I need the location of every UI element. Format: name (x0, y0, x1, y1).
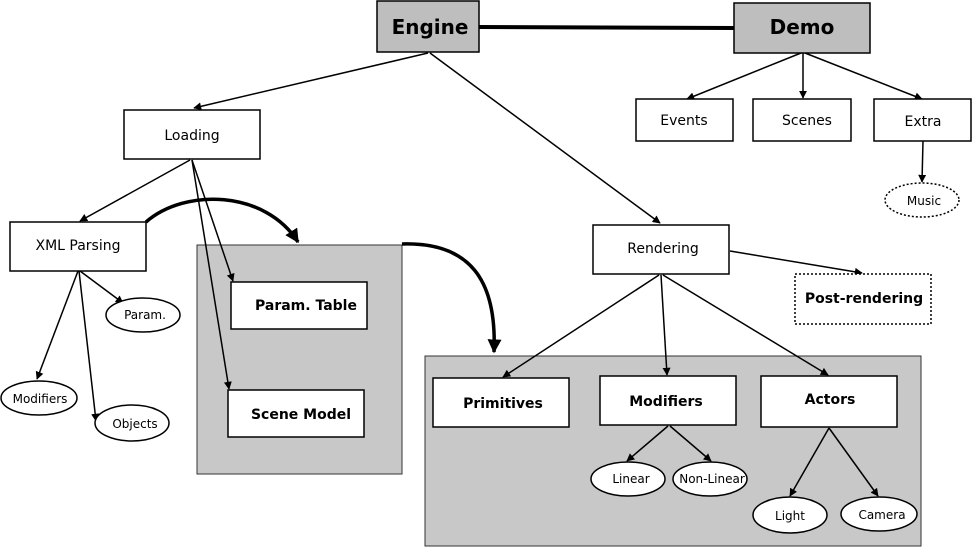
node-param-table: Param. Table (230, 281, 368, 330)
node-demo: Demo (733, 2, 871, 54)
node-scenes: Scenes (752, 98, 852, 142)
edge-rendering-actors (662, 274, 829, 376)
edge-xml-modifiers (35, 270, 79, 380)
node-linear: Linear (590, 461, 666, 497)
node-camera: Camera (840, 496, 918, 532)
edge-xml-param (79, 270, 124, 304)
edge-rendering-primitives (502, 274, 660, 378)
node-loading: Loading (123, 109, 261, 160)
edge-modifiers-linear (626, 425, 669, 462)
node-modifiers: Modifiers (599, 375, 737, 426)
edge-demo-extra (804, 52, 923, 101)
node-non-linear: Non-Linear (672, 461, 748, 497)
node-modifiers-leaf-label: Modifiers (13, 392, 68, 406)
edge-loading-xml (79, 159, 191, 222)
node-param-table-label: Param. Table (255, 298, 357, 314)
node-music-label: Music (907, 194, 941, 208)
node-post-rendering: Post-rendering (794, 273, 932, 325)
edge-actors-camera (828, 427, 879, 497)
node-linear-label: Linear (612, 472, 649, 486)
node-events: Events (635, 98, 734, 142)
edge-actors-light (789, 427, 830, 497)
node-extra: Extra (873, 98, 972, 142)
edge-modifiers-nonlinear (669, 425, 712, 462)
node-light: Light (752, 496, 828, 534)
node-non-linear-label: Non-Linear (679, 472, 745, 486)
node-demo-label: Demo (770, 15, 835, 39)
edge-loading-scene-model (191, 159, 232, 390)
node-primitives: Primitives (432, 377, 570, 428)
node-music: Music (884, 182, 960, 218)
node-xml-parsing-label: XML Parsing (35, 238, 120, 254)
node-primitives-label: Primitives (463, 396, 543, 412)
node-modifiers-label: Modifiers (629, 394, 702, 410)
node-post-rendering-label: Post-rendering (805, 291, 923, 307)
node-objects: Objects (94, 404, 170, 442)
edge-extra-music (918, 140, 927, 183)
curve-loading-group-to-rendering-group (401, 242, 502, 354)
node-scene-model: Scene Model (227, 389, 365, 438)
node-rendering: Rendering (592, 224, 730, 275)
edge-loading-param-table (191, 159, 235, 282)
node-scenes-label: Scenes (782, 113, 832, 129)
node-param-label: Param. (124, 308, 166, 322)
edge-rendering-post (729, 250, 863, 276)
node-param: Param. (105, 297, 181, 333)
node-events-label: Events (660, 113, 707, 129)
edge-demo-events (686, 52, 802, 101)
node-actors: Actors (760, 375, 898, 428)
node-camera-label: Camera (858, 508, 905, 522)
edge-engine-rendering (429, 52, 661, 224)
edge-engine-loading (193, 52, 429, 111)
edge-xml-objects (78, 270, 100, 422)
node-actors-label: Actors (805, 392, 856, 408)
node-scene-model-label: Scene Model (251, 407, 351, 423)
node-engine: Engine (376, 0, 480, 53)
edge-rendering-modifiers (660, 274, 671, 376)
engine-demo-link (478, 25, 735, 30)
node-rendering-label: Rendering (627, 241, 699, 257)
connectors (35, 25, 927, 497)
node-objects-label: Objects (112, 417, 157, 431)
loading-output-group (196, 244, 403, 475)
node-xml-parsing: XML Parsing (9, 221, 147, 272)
node-extra-label: Extra (905, 114, 942, 130)
curve-xml-to-loading-group (144, 197, 300, 244)
node-light-label: Light (775, 509, 805, 523)
node-loading-label: Loading (164, 128, 219, 144)
node-engine-label: Engine (392, 15, 469, 39)
node-modifiers-leaf: Modifiers (0, 380, 78, 416)
